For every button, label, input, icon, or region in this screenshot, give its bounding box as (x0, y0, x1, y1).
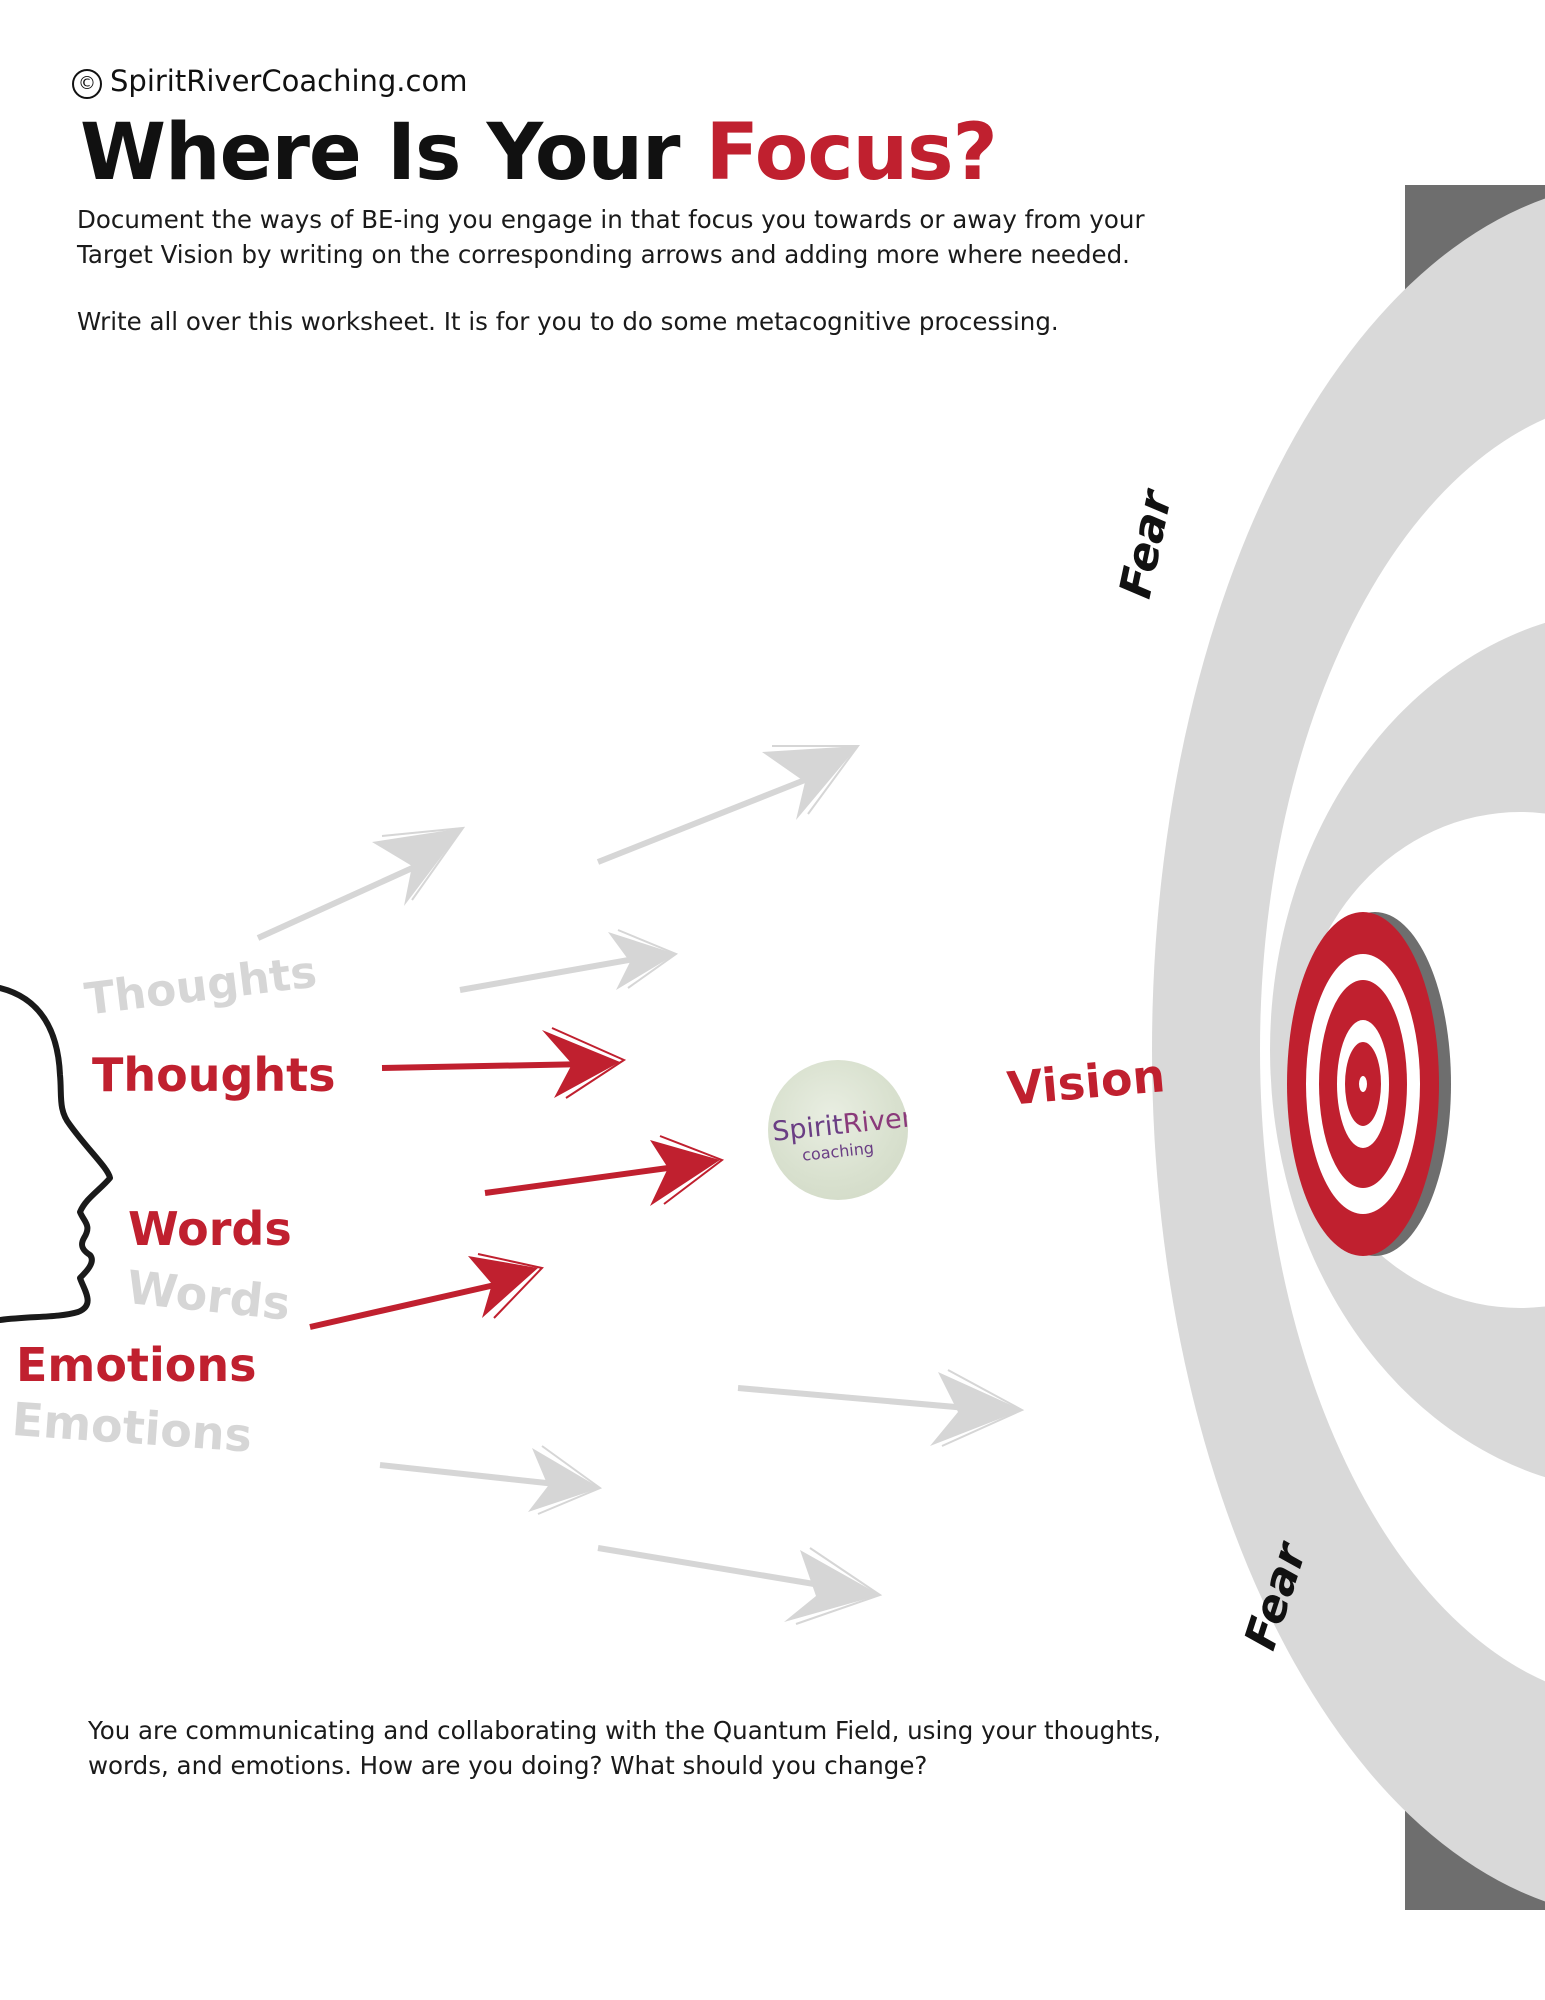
copyright-icon: © (72, 69, 102, 99)
red-arrow-emotions (309, 1253, 544, 1330)
head-profile (0, 985, 113, 1323)
instructions-paragraph-2: Write all over this worksheet. It is for… (77, 304, 1059, 339)
red-arrow-thoughts (381, 1027, 627, 1099)
ghost-arrows (256, 745, 1025, 1625)
instructions-line-3: Write all over this worksheet. It is for… (77, 307, 1059, 336)
label-emotions: Emotions (16, 1338, 257, 1392)
title-main: Where Is Your (80, 108, 706, 198)
bullseye-target (1287, 912, 1451, 1256)
instructions-line-1: Document the ways of BE-ing you engage i… (77, 205, 1145, 234)
page-title: Where Is Your Focus? (80, 108, 998, 198)
copyright-line: © SpiritRiverCoaching.com (72, 64, 467, 99)
instructions-paragraph-1: Document the ways of BE-ing you engage i… (77, 202, 1145, 272)
ghost-arrow-4 (737, 1369, 1025, 1447)
red-arrows (309, 1027, 725, 1330)
ghost-arrow-2 (596, 745, 860, 865)
reflection-line-2: words, and emotions. How are you doing? … (88, 1751, 928, 1780)
spiritriver-logo: SpiritRiver coaching (768, 1060, 908, 1200)
ghost-arrow-6 (597, 1545, 883, 1625)
ghost-arrow-5 (379, 1445, 603, 1515)
instructions-line-2: Target Vision by writing on the correspo… (77, 240, 1130, 269)
reflection-paragraph: You are communicating and collaborating … (88, 1713, 1161, 1783)
title-accent: Focus? (705, 108, 998, 198)
red-arrow-words (484, 1135, 725, 1206)
reflection-line-1: You are communicating and collaborating … (88, 1716, 1161, 1745)
ghost-arrow-1 (256, 826, 466, 941)
label-thoughts: Thoughts (92, 1048, 336, 1102)
label-words: Words (128, 1202, 292, 1256)
copyright-site: SpiritRiverCoaching.com (110, 64, 468, 98)
ghost-arrow-3 (459, 929, 679, 993)
